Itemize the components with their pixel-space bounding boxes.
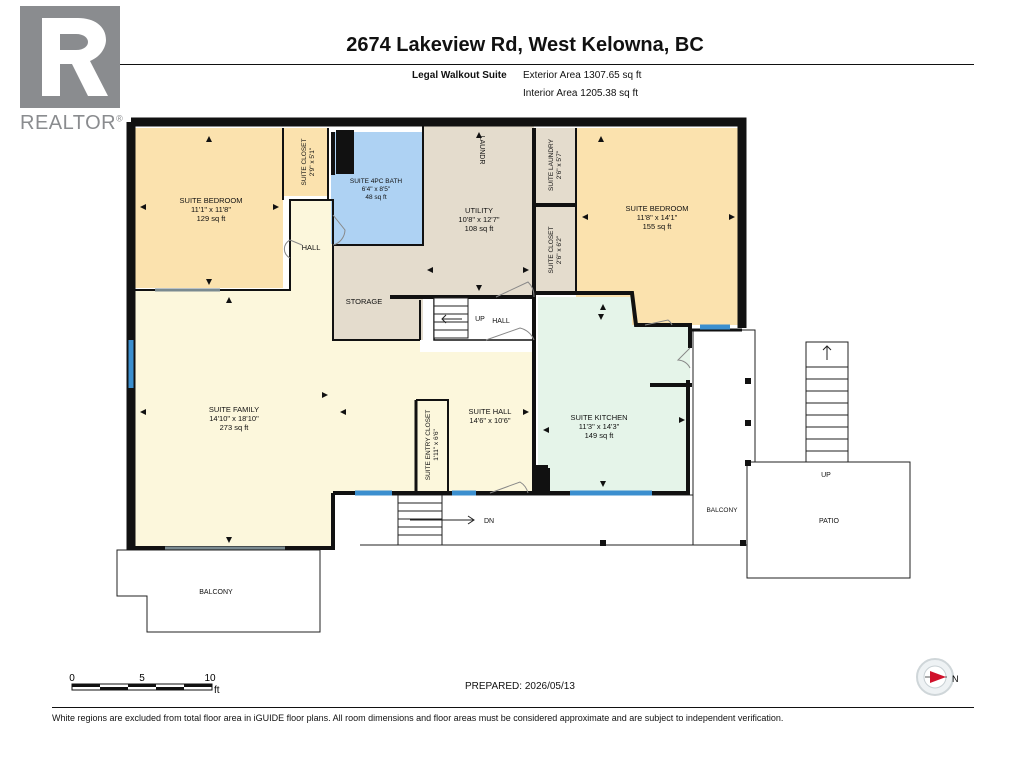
realtor-r-icon — [42, 18, 108, 96]
scale-tick: 10 — [204, 673, 216, 684]
patio-up-label: UP — [821, 472, 831, 479]
header-rule — [120, 64, 974, 65]
room-dims: 14'10" x 18'10" — [209, 414, 259, 423]
entry-closet-fill — [416, 400, 448, 492]
room-area: 149 sq ft — [585, 431, 615, 440]
realtor-wordmark: REALTOR® — [20, 112, 132, 135]
sliding-doors — [155, 288, 285, 550]
west-bedroom-fill — [135, 128, 283, 288]
room-dims: 6'4" x 8'5" — [362, 186, 391, 193]
realtor-logo-text: REALTOR — [20, 112, 117, 134]
interior-area: Interior Area 1205.38 sq ft — [523, 88, 639, 99]
room-name: UTILITY — [465, 206, 493, 215]
windows — [128, 324, 730, 496]
scale-bar: 0 5 10 ft — [69, 673, 220, 696]
south-balcony-label: BALCONY — [199, 589, 233, 596]
laundry-area-label: LAUNDR — [478, 136, 485, 165]
realtor-logo — [20, 6, 120, 108]
laundry-label: SUITE LAUNDRY — [548, 138, 555, 191]
room-dims: 11'1" x 11'8" — [191, 205, 231, 214]
room-name: SUITE BEDROOM — [180, 196, 243, 205]
north-arrow-icon — [930, 671, 946, 683]
room-area: 48 sq ft — [365, 194, 387, 201]
family-room-fill — [130, 290, 333, 548]
east-balcony — [692, 329, 756, 546]
room-name: SUITE KITCHEN — [570, 413, 627, 422]
patio — [746, 461, 911, 579]
disclaimer: White regions are excluded from total fl… — [52, 713, 784, 723]
dimension-markers — [140, 132, 735, 543]
up-stairs — [433, 297, 469, 339]
storage-fill — [333, 244, 423, 340]
utility-fill — [423, 125, 534, 295]
east-closet-dims: 2'6" x 6'2" — [556, 235, 563, 264]
room-area: 108 sq ft — [465, 224, 495, 233]
kitchen-fill — [538, 297, 690, 492]
scale-tick: 5 — [139, 673, 145, 684]
door-swings — [283, 214, 691, 494]
compass: N — [916, 658, 959, 696]
storage-label: STORAGE — [346, 297, 383, 306]
hall-label-2: HALL — [492, 318, 510, 325]
laundry-closet-fill — [534, 128, 576, 293]
room-name: SUITE HALL — [469, 407, 512, 416]
exterior-area: Exterior Area 1307.65 sq ft — [523, 70, 642, 81]
room-dims: 10'8" x 12'7" — [458, 215, 499, 224]
room-name: SUITE 4PC BATH — [350, 178, 403, 185]
dn-label: DN — [484, 518, 494, 525]
scale-unit: ft — [214, 685, 220, 696]
wall-segment — [534, 465, 548, 495]
scale-tick: 0 — [69, 673, 75, 684]
east-balcony-label: BALCONY — [706, 507, 738, 514]
down-stairs — [397, 494, 475, 546]
entry-closet-label: SUITE ENTRY CLOSET — [425, 410, 432, 481]
west-closet-fill — [283, 128, 328, 196]
east-closet-label: SUITE CLOSET — [548, 227, 555, 274]
hall-fill — [290, 200, 333, 295]
suite-name: Legal Walkout Suite — [412, 70, 507, 81]
room-name: SUITE FAMILY — [209, 405, 259, 414]
room-dims: 11'3" x 14'3" — [579, 422, 620, 431]
room-area: 129 sq ft — [197, 214, 227, 223]
west-closet-label: SUITE CLOSET — [301, 139, 308, 186]
patio-stairs — [805, 341, 849, 463]
entry-closet-dims: 1'11" x 6'6" — [433, 429, 440, 461]
up-label: UP — [475, 316, 485, 323]
trademark-mark: ® — [116, 113, 124, 124]
room-labels: SUITE BEDROOM 11'1" x 11'8" 129 sq ft SU… — [180, 136, 840, 596]
column — [336, 130, 354, 174]
page-title: 2674 Lakeview Rd, West Kelowna, BC — [346, 34, 704, 56]
room-dims: 14'6" x 10'6" — [469, 416, 510, 425]
room-name: SUITE BEDROOM — [626, 204, 689, 213]
prepared-date: PREPARED: 2026/05/13 — [465, 681, 575, 692]
room-area: 273 sq ft — [220, 423, 250, 432]
west-closet-dims: 2'9" x 5'1" — [309, 147, 316, 176]
hall-label: HALL — [302, 243, 321, 252]
room-area: 155 sq ft — [643, 222, 673, 231]
laundry-dims: 2'6" x 5'7" — [556, 150, 563, 179]
compass-label: N — [952, 674, 959, 684]
patio-label: PATIO — [819, 518, 840, 525]
room-dims: 11'8" x 14'1" — [637, 213, 678, 222]
footer-rule — [52, 707, 974, 708]
